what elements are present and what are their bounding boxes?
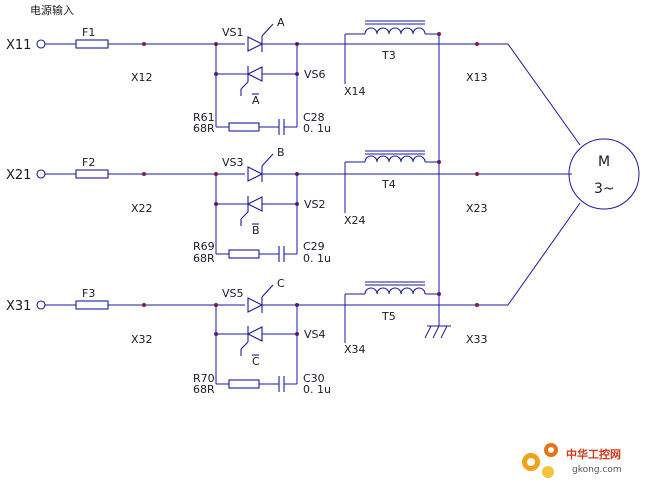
scr-aux: [240, 66, 263, 96]
gear-icon: [522, 443, 558, 478]
mid-node-label: X24: [344, 214, 366, 227]
phase-3: X31 F3 X32 VS5 C VS4 C: [6, 202, 581, 396]
resistor: [228, 122, 260, 132]
gate-top-label: B: [277, 146, 285, 159]
scr-main-label: VS1: [222, 26, 244, 39]
scr-main-label: VS3: [222, 156, 244, 169]
output-node-label: X13: [466, 71, 488, 84]
mid-node-label: X14: [344, 85, 366, 98]
reactor-label: T5: [381, 310, 396, 323]
motor-phases: 3~: [594, 181, 615, 197]
fuse: [75, 300, 109, 310]
gate-top-label: C: [277, 277, 285, 290]
phase-2: X21 F2 X22 VS3 B VS2 B: [6, 146, 572, 265]
gate-top-label: A: [277, 16, 285, 29]
output-node-label: X23: [466, 202, 488, 215]
fuse: [75, 39, 109, 49]
phase-1: X11 F1 X12 VS1 A VS6 A: [6, 16, 581, 146]
mid-node-label: X34: [344, 343, 366, 356]
fuse-node-label: X12: [131, 71, 153, 84]
scr-main: [247, 153, 274, 182]
reactor-coil: [364, 150, 426, 163]
capacitor-value: 0. 1u: [303, 252, 331, 265]
resistor-label: R61: [193, 111, 215, 124]
input-label: X11: [6, 38, 31, 53]
capacitor-value: 0. 1u: [303, 122, 331, 135]
resistor: [228, 379, 260, 389]
resistor-label: R70: [193, 372, 215, 385]
input-label: X21: [6, 168, 31, 183]
scr-aux-label: VS2: [304, 198, 326, 211]
scr-main: [247, 284, 274, 313]
reactor-coil: [364, 281, 426, 295]
fuse-label: F3: [82, 287, 95, 300]
resistor-label: R69: [193, 240, 215, 253]
motor: M 3~: [568, 138, 640, 210]
watermark-logo: 中华工控网 gkong.com: [522, 443, 622, 478]
motor-circle: [568, 138, 640, 210]
diagram-title: 电源输入: [30, 3, 74, 17]
gate-bottom-label: B: [252, 224, 260, 237]
fuse-label: F2: [82, 156, 95, 169]
reactor-label: T4: [381, 178, 396, 191]
input-terminal[interactable]: [36, 300, 46, 310]
ground-bus: [424, 34, 451, 339]
output-node-label: X33: [466, 333, 488, 346]
node: [142, 42, 146, 46]
resistor-value: 68R: [193, 383, 215, 396]
fuse-label: F1: [82, 26, 95, 39]
gate-bottom-label: C: [252, 355, 260, 368]
input-terminal[interactable]: [36, 39, 46, 49]
fuse-node-label: X32: [131, 333, 153, 346]
watermark-name: 中华工控网: [566, 447, 621, 461]
gate-bottom-label: A: [252, 94, 260, 107]
reactor-label: T3: [381, 49, 396, 62]
capacitor-label: C30: [303, 372, 325, 385]
motor-label: M: [598, 154, 610, 170]
resistor: [228, 249, 260, 259]
input-terminal[interactable]: [36, 169, 46, 179]
resistor-value: 68R: [193, 122, 215, 135]
scr-aux-label: VS6: [304, 68, 326, 81]
scr-aux: [240, 326, 263, 356]
watermark-url: gkong.com: [572, 465, 622, 475]
fuse: [75, 169, 109, 179]
fuse-node-label: X22: [131, 202, 153, 215]
capacitor-label: C29: [303, 240, 325, 253]
scr-aux-label: VS4: [304, 328, 326, 341]
input-label: X31: [6, 299, 31, 314]
scr-main-label: VS5: [222, 287, 244, 300]
capacitor-label: C28: [303, 111, 325, 124]
scr-aux: [240, 196, 263, 226]
resistor-value: 68R: [193, 252, 215, 265]
capacitor-value: 0. 1u: [303, 383, 331, 396]
reactor-coil: [364, 20, 426, 35]
scr-main: [247, 23, 274, 52]
